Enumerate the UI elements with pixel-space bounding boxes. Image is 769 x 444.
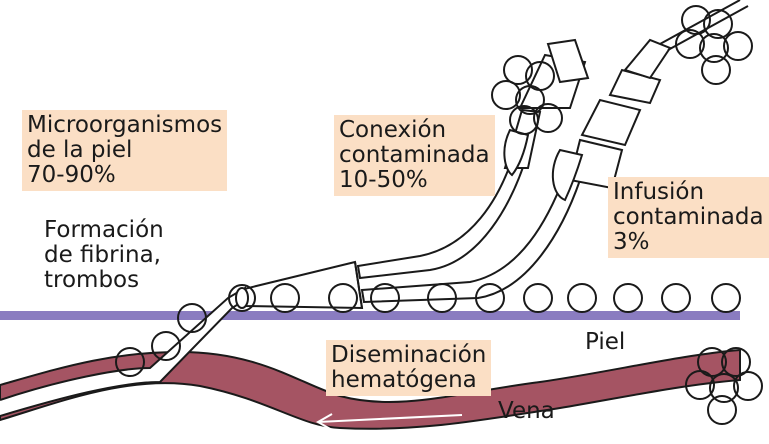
connection-stopcock [503,38,590,169]
catheter-microorganisms [115,303,207,377]
label-hematogenous-spread: Diseminación hematógena [326,340,492,396]
infusion-microorganisms [675,5,753,85]
gloved-hand-infusion [551,148,584,202]
catheter-inner [0,286,246,417]
vein [0,348,741,430]
gloved-hand-connection [503,128,530,177]
vein-flow-arrow [315,413,463,431]
vein-microorganisms [685,347,763,425]
infusion-drip-set [568,0,749,190]
skin-microorganisms [228,283,741,313]
label-fibrin-formation: Formación de fibrina, trombos [44,217,164,293]
label-contaminated-connection: Conexión contaminada 10-50% [334,115,495,196]
label-skin-microorganisms: Microorganismos de la piel 70-90% [22,110,228,191]
connection-microorganisms [491,55,563,135]
label-skin: Piel [585,329,626,355]
skin-line [0,311,740,320]
label-contaminated-infusion: Infusión contaminada 3% [608,177,769,258]
label-vein: Vena [498,398,555,424]
